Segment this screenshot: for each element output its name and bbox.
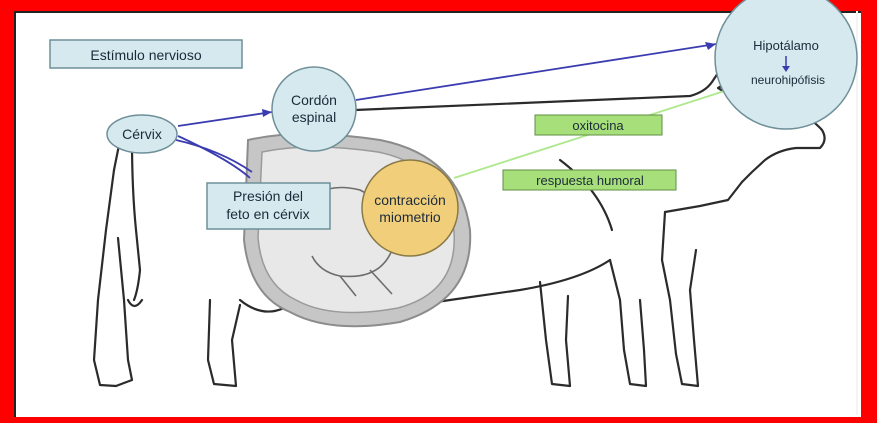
oxitocina-label: oxitocina bbox=[572, 118, 624, 133]
hipotalamo-arrowhead bbox=[782, 66, 790, 72]
contraccion-label-1: contracción bbox=[374, 192, 446, 208]
node-hipotalamo: Hipotálamo neurohipófisis bbox=[714, 0, 858, 130]
node-cervix: Cérvix bbox=[106, 114, 178, 154]
presion-label-1: Presión del bbox=[233, 188, 303, 204]
nerve-pressure-to-cervix-2 bbox=[177, 135, 251, 179]
cordon-label-2: espinal bbox=[292, 109, 336, 125]
contraccion-label-2: miometrio bbox=[379, 209, 441, 225]
tag-oxitocina: oxitocina bbox=[534, 114, 663, 136]
nerve-pathway bbox=[175, 43, 717, 179]
tag-respuesta-humoral: respuesta humoral bbox=[502, 169, 677, 191]
presion-label-2: feto en cérvix bbox=[226, 206, 309, 222]
hipotalamo-label: Hipotálamo bbox=[753, 38, 819, 53]
nerve-pressure-to-cervix bbox=[175, 139, 253, 173]
node-contraccion-miometrio: contracción miometrio bbox=[361, 159, 459, 257]
neurohipofisis-label: neurohipófisis bbox=[751, 73, 825, 87]
node-cordon-espinal: Cordón espinal bbox=[271, 66, 357, 152]
panel-right-edge bbox=[856, 11, 858, 415]
arrowhead-cord bbox=[262, 109, 272, 117]
cordon-label-1: Cordón bbox=[291, 92, 337, 108]
legend-text: Estímulo nervioso bbox=[90, 47, 201, 63]
nerve-cervix-to-cord bbox=[177, 111, 273, 127]
cervix-label: Cérvix bbox=[122, 126, 162, 142]
box-presion-feto: Presión del feto en cérvix bbox=[206, 182, 331, 230]
nerve-cord-to-hypothalamus bbox=[355, 43, 717, 101]
arrowhead-hypothalamus bbox=[705, 42, 716, 50]
legend-estimulo-nervioso: Estímulo nervioso bbox=[49, 39, 243, 69]
respuesta-humoral-label: respuesta humoral bbox=[536, 173, 644, 188]
